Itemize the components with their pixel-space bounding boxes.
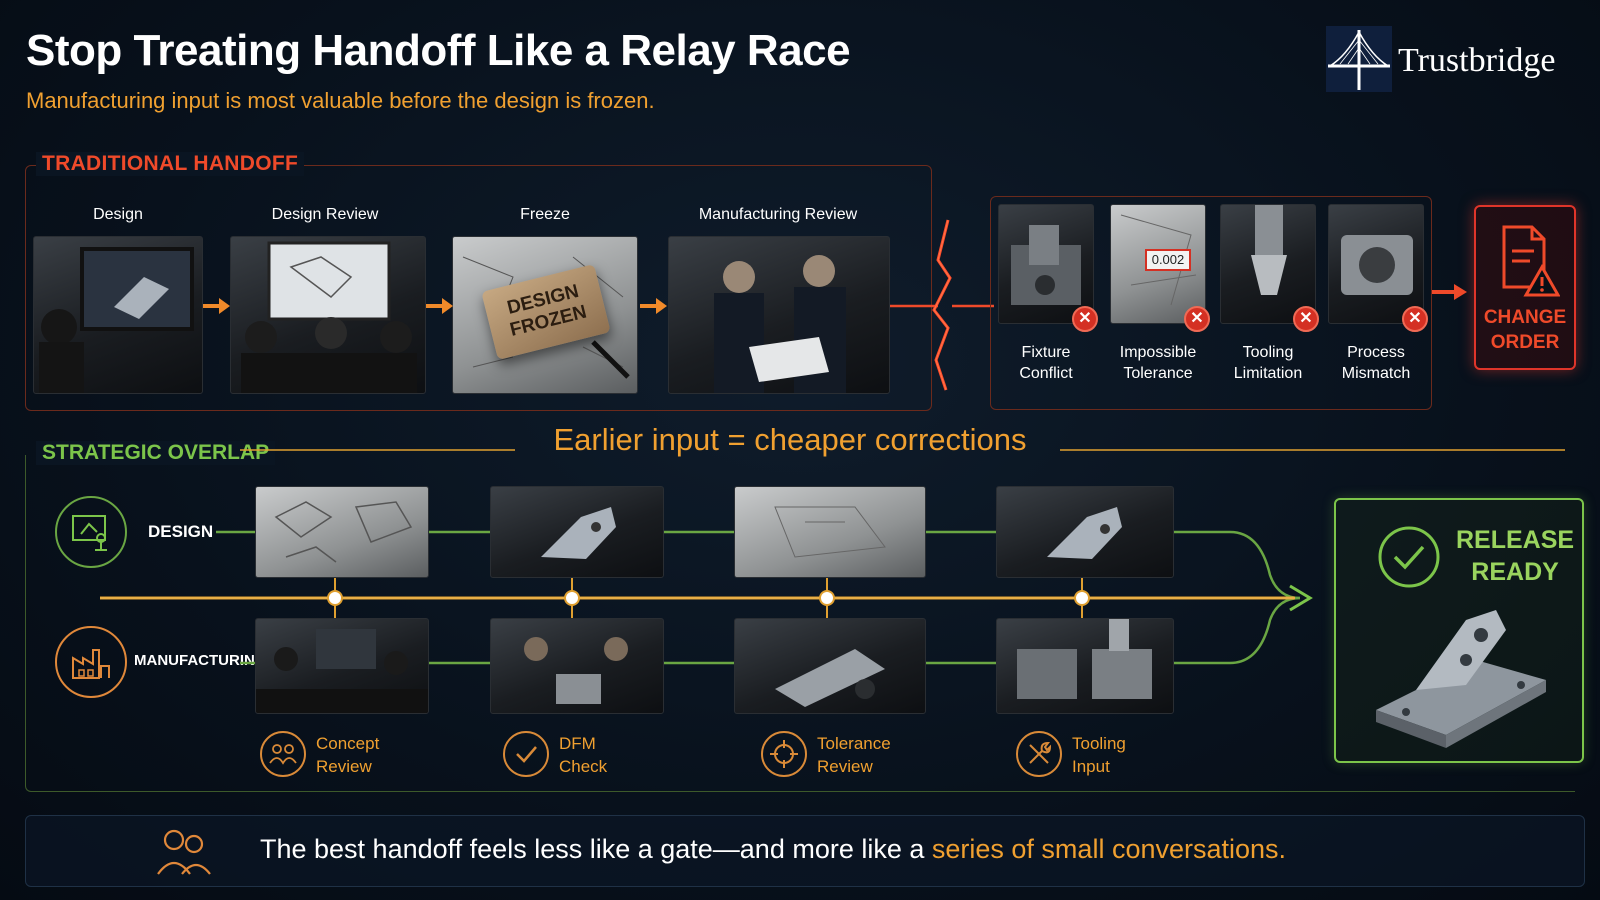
manufacturing-review-photo: [668, 236, 890, 394]
process-mismatch-photo: [1328, 204, 1424, 324]
conversation-label-line: Input: [1072, 757, 1110, 776]
issue-label-line: Limitation: [1233, 365, 1303, 382]
release-ready-box: RELEASE READY: [1334, 498, 1584, 763]
conversation-label-line: Concept: [316, 734, 380, 753]
tolerance-review-label: Tolerance Review: [817, 732, 891, 778]
quote-highlight: series of small conversations.: [931, 834, 1287, 864]
cad-model-photo-2: [996, 486, 1174, 578]
tolerance-drawing-photo: [734, 486, 926, 578]
design-review-meeting-photo: [230, 236, 426, 394]
tolerance-callout: 0.002: [1145, 249, 1191, 271]
design-frozen-photo: DESIGN FROZEN: [452, 236, 638, 394]
x-error-icon: ✕: [1293, 306, 1319, 332]
conversation-label-line: Review: [817, 757, 873, 776]
flow-arrow-icon: [426, 298, 453, 314]
traditional-handoff-label: TRADITIONAL HANDOFF: [36, 152, 305, 176]
manufacturing-lane-circle: [55, 626, 127, 698]
trustbridge-logo: Trustbridge: [1326, 26, 1576, 92]
crosshair-icon: [770, 740, 798, 768]
quote-bar: The best handoff feels less like a gate—…: [25, 815, 1585, 887]
downstream-issues-panel: [990, 196, 1432, 410]
manufacturing-lane-label: MANUFACTURING: [134, 652, 267, 669]
tooling-input-circle: [1016, 731, 1062, 777]
dfm-check-circle: [503, 731, 549, 777]
release-ready-line: READY: [1471, 558, 1559, 586]
issue-label-fixture-conflict: Fixture Conflict: [991, 342, 1101, 384]
fixture-conflict-photo: [998, 204, 1094, 324]
factory-icon: [72, 649, 110, 679]
x-error-icon: ✕: [1402, 306, 1428, 332]
tooling-input-photo: [996, 618, 1174, 714]
design-monitor-icon: [72, 515, 107, 551]
divider-line: [240, 449, 1565, 451]
conversation-label-line: Tooling: [1072, 734, 1126, 753]
concept-sketch-photo: [255, 486, 429, 578]
conversation-label-line: Review: [316, 757, 372, 776]
quote-main: The best handoff feels less like a gate—…: [260, 834, 932, 864]
conversation-label-line: Tolerance: [817, 734, 891, 753]
red-arrow-icon: [1432, 284, 1467, 300]
earlier-input-tagline: Earlier input = cheaper corrections: [553, 422, 1027, 457]
quote-text: The best handoff feels less like a gate—…: [260, 834, 1286, 865]
tolerance-review-circle: [761, 731, 807, 777]
change-order-line: CHANGE: [1483, 307, 1567, 328]
strategic-overlap-label: STRATEGIC OVERLAP: [36, 441, 276, 465]
tolerance-measurement-photo: [734, 618, 926, 714]
change-order-label: CHANGE ORDER: [1476, 305, 1574, 355]
issue-label-line: Impossible: [1119, 344, 1197, 361]
concept-review-meeting-photo: [255, 618, 429, 714]
tooling-input-label: Tooling Input: [1072, 732, 1126, 778]
issue-label-line: Process: [1347, 344, 1405, 361]
bridge-icon: [1326, 26, 1392, 92]
concept-review-circle: [260, 731, 306, 777]
conversation-label-line: DFM: [559, 734, 596, 753]
design-lane-label: DESIGN: [148, 522, 214, 541]
issue-label-line: Tooling: [1242, 344, 1294, 361]
logo-text: Trustbridge: [1398, 42, 1556, 79]
design-workstation-photo: [33, 236, 203, 394]
release-ready-label: RELEASE READY: [1456, 524, 1574, 588]
concept-review-label: Concept Review: [316, 732, 379, 778]
handoff-break-connector: [890, 219, 994, 391]
checkmark-icon: [516, 746, 537, 763]
check-circle-icon: [1378, 526, 1440, 588]
release-ready-line: RELEASE: [1456, 526, 1575, 554]
stage-label-freeze: Freeze: [520, 206, 570, 223]
stage-label-design: Design: [93, 206, 143, 223]
dfm-check-photo: [490, 618, 664, 714]
x-error-icon: ✕: [1072, 306, 1098, 332]
tooling-limitation-photo: [1220, 204, 1316, 324]
issue-label-tooling-limitation: Tooling Limitation: [1213, 342, 1323, 384]
issue-label-line: Tolerance: [1123, 365, 1193, 382]
issue-label-line: Mismatch: [1341, 365, 1411, 382]
issue-label-impossible-tolerance: Impossible Tolerance: [1103, 342, 1213, 384]
conversation-label-line: Check: [559, 757, 608, 776]
page-subtitle: Manufacturing input is most valuable bef…: [26, 88, 655, 113]
issue-label-process-mismatch: Process Mismatch: [1321, 342, 1431, 384]
wrench-icon: [1029, 741, 1052, 764]
cad-model-photo-1: [490, 486, 664, 578]
page-title: Stop Treating Handoff Like a Relay Race: [26, 26, 851, 75]
dfm-check-label: DFM Check: [559, 732, 607, 778]
people-icon: [269, 744, 297, 765]
stage-label-design-review: Design Review: [271, 206, 379, 223]
traditional-handoff-panel: [25, 165, 932, 411]
flow-arrow-icon: [203, 298, 230, 314]
design-lane-circle: [55, 496, 127, 568]
change-order-line: ORDER: [1490, 332, 1560, 353]
issue-label-line: Fixture: [1021, 344, 1071, 361]
impossible-tolerance-photo: 0.002: [1110, 204, 1206, 324]
finished-part-model: [1376, 610, 1546, 748]
issue-label-line: Conflict: [1019, 365, 1073, 382]
document-warning-icon: [1502, 225, 1560, 297]
strategic-overlap-panel: [25, 455, 1575, 792]
stage-label-manufacturing-review: Manufacturing Review: [698, 206, 858, 223]
change-order-box: CHANGE ORDER: [1474, 205, 1576, 370]
people-group-icon: [157, 829, 211, 875]
x-error-icon: ✕: [1184, 306, 1210, 332]
flow-arrow-icon: [640, 298, 667, 314]
